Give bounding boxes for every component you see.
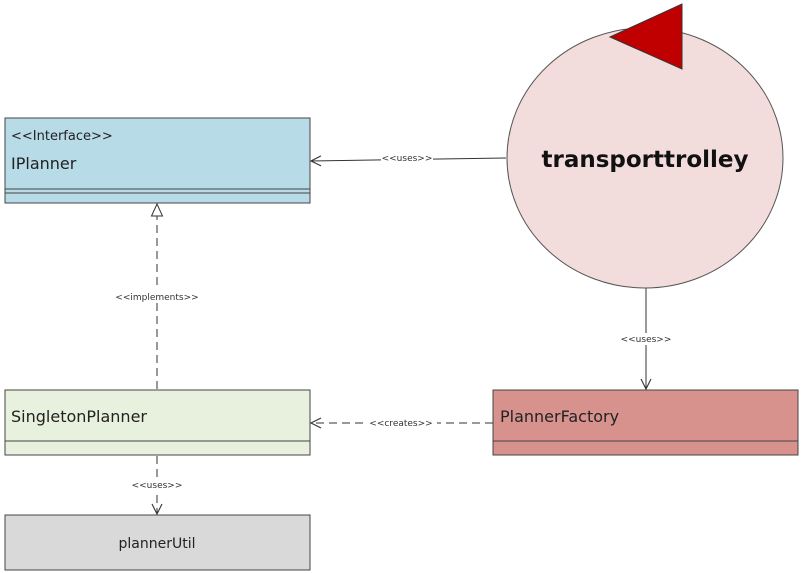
actor-name: transporttrolley: [541, 147, 748, 173]
edge-label-background: [130, 479, 184, 491]
edge-label-background: [620, 333, 672, 345]
edge-factory-creates-singleton[interactable]: <<creates>>: [311, 417, 493, 429]
uses-label: <<uses>>: [382, 154, 433, 164]
iplanner-name: IPlanner: [11, 154, 77, 173]
edge-singleton-implements-iplanner[interactable]: <<implements>>: [110, 204, 204, 389]
singleton-planner-box: [4, 389, 311, 456]
uses-label: <<uses>>: [621, 335, 672, 345]
creates-label: <<creates>>: [369, 419, 432, 429]
planner-factory-box: [492, 389, 799, 456]
interface-stereotype: <<Interface>>: [11, 129, 113, 144]
class-box-planner-factory[interactable]: PlannerFactory: [492, 389, 799, 456]
singleton-planner-name: SingletonPlanner: [11, 407, 147, 426]
class-box-planner-util[interactable]: plannerUtil: [4, 514, 311, 571]
edge-label-background: [110, 290, 204, 303]
edge-trolley-uses-iplanner[interactable]: <<uses>>: [311, 152, 507, 164]
class-box-singleton-planner[interactable]: SingletonPlanner: [4, 389, 311, 456]
actor-transport-trolley[interactable]: transporttrolley: [506, 3, 784, 289]
planner-factory-name: PlannerFactory: [500, 407, 619, 426]
actor-flag-icon: [608, 3, 683, 70]
uses-label: <<uses>>: [132, 481, 183, 491]
edge-label-background: [381, 152, 433, 164]
edge-trolley-uses-factory[interactable]: <<uses>>: [620, 288, 672, 389]
planner-util-box: [4, 514, 311, 571]
planner-util-name: plannerUtil: [119, 536, 196, 552]
edge-singleton-uses-util[interactable]: <<uses>>: [130, 456, 184, 514]
edge-label-background: [365, 417, 437, 429]
implements-label: <<implements>>: [115, 293, 198, 303]
class-box-iplanner[interactable]: <<Interface>> IPlanner: [4, 117, 311, 204]
